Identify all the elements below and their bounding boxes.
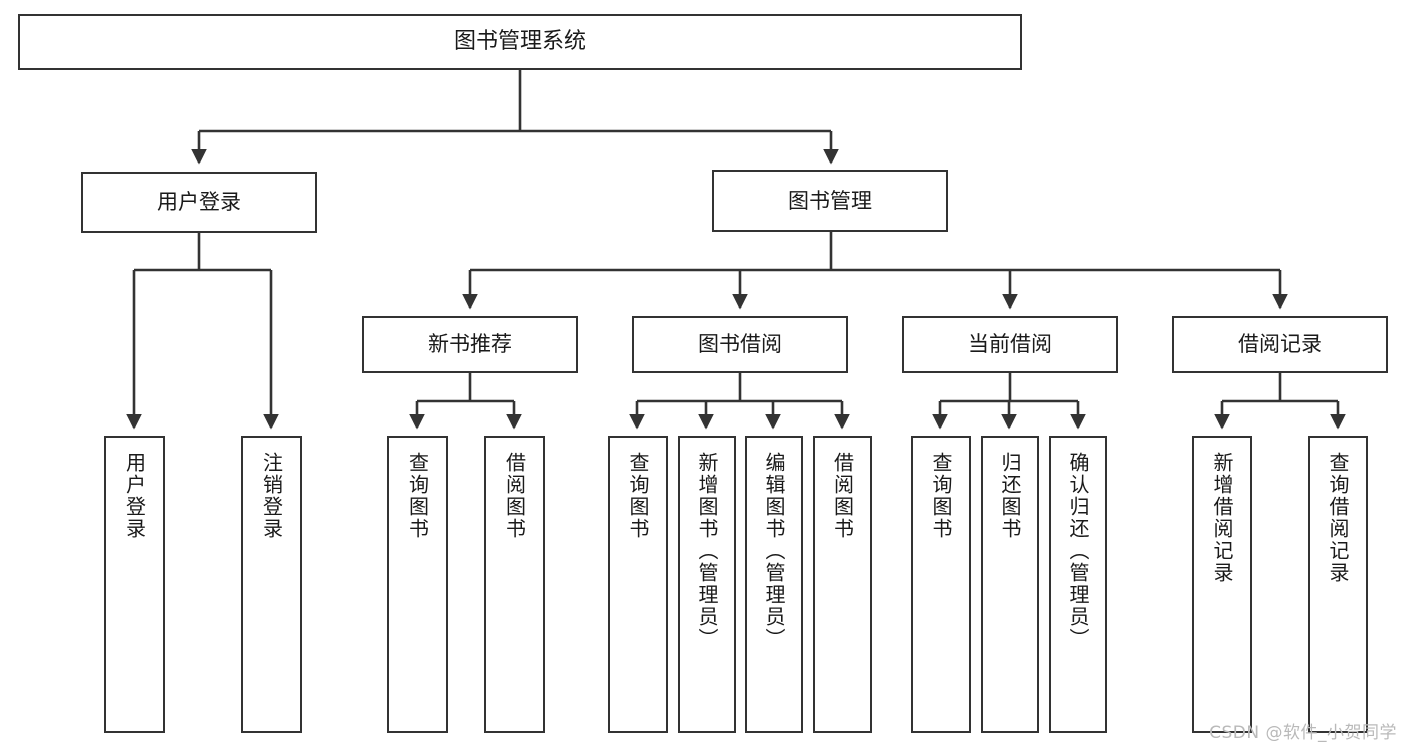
leaf-book-borrow-edit-book[interactable]: 编辑图书（管理员）	[745, 436, 803, 733]
leaf-new-book-query-book[interactable]: 查询图书	[387, 436, 448, 733]
node-current-borrow[interactable]: 当前借阅	[902, 316, 1118, 373]
node-label: 注销登录	[259, 452, 284, 540]
leaf-book-borrow-add-book[interactable]: 新增图书（管理员）	[678, 436, 736, 733]
node-label: 图书借阅	[698, 332, 782, 357]
node-new-book-recommend[interactable]: 新书推荐	[362, 316, 578, 373]
node-label: 用户登录	[122, 452, 147, 540]
node-book-borrow[interactable]: 图书借阅	[632, 316, 848, 373]
node-label: 图书管理系统	[453, 29, 586, 55]
node-label: 新书推荐	[428, 332, 512, 357]
node-label: 图书管理	[788, 188, 872, 213]
leaf-book-borrow-borrow-book[interactable]: 借阅图书	[813, 436, 872, 733]
node-label: 当前借阅	[968, 332, 1052, 357]
node-label: 查询图书	[626, 452, 650, 540]
node-root-system[interactable]: 图书管理系统	[18, 14, 1022, 70]
node-label: 编辑图书（管理员）	[762, 452, 786, 650]
leaf-user-login-logout[interactable]: 注销登录	[241, 436, 302, 733]
node-user-login[interactable]: 用户登录	[81, 172, 317, 233]
node-label: 借阅图书	[502, 452, 527, 540]
watermark-text: CSDN @软件_小贺同学	[1209, 723, 1397, 743]
node-label: 用户登录	[157, 190, 241, 215]
leaf-book-borrow-query-book[interactable]: 查询图书	[608, 436, 668, 733]
node-label: 归还图书	[998, 452, 1022, 540]
node-label: 查询图书	[405, 452, 430, 540]
leaf-new-book-borrow-book[interactable]: 借阅图书	[484, 436, 545, 733]
node-label: 查询图书	[929, 452, 953, 540]
node-label: 借阅图书	[830, 452, 855, 540]
node-label: 借阅记录	[1238, 332, 1322, 357]
node-label: 确认归还（管理员）	[1066, 452, 1090, 650]
leaf-user-login-login[interactable]: 用户登录	[104, 436, 165, 733]
leaf-borrow-record-add-record[interactable]: 新增借阅记录	[1192, 436, 1252, 733]
leaf-current-borrow-query-book[interactable]: 查询图书	[911, 436, 971, 733]
node-borrow-record[interactable]: 借阅记录	[1172, 316, 1388, 373]
leaf-current-borrow-confirm-return[interactable]: 确认归还（管理员）	[1049, 436, 1107, 733]
node-book-management[interactable]: 图书管理	[712, 170, 948, 232]
node-label: 查询借阅记录	[1326, 452, 1350, 584]
leaf-current-borrow-return-book[interactable]: 归还图书	[981, 436, 1039, 733]
leaf-borrow-record-query-record[interactable]: 查询借阅记录	[1308, 436, 1368, 733]
node-label: 新增图书（管理员）	[695, 452, 719, 650]
node-label: 新增借阅记录	[1210, 452, 1234, 584]
